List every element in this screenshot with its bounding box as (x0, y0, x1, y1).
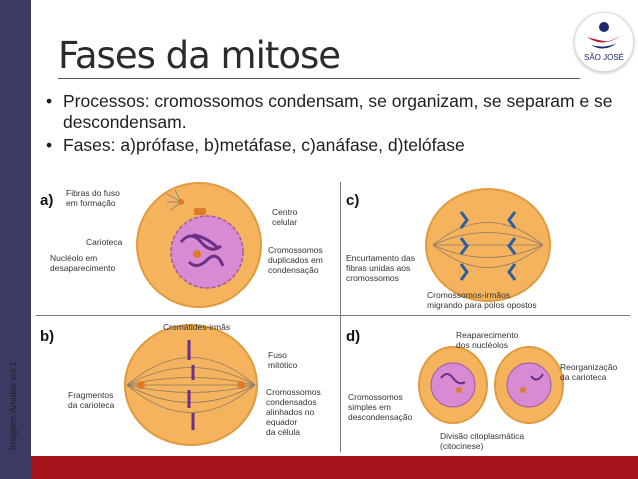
label-cytokinesis: Divisão citoplasmática(citocinese) (440, 431, 525, 451)
panel-divider-vertical (340, 182, 341, 452)
mitosis-figure (124, 182, 564, 446)
label-nuclear-envelope: Carioteca (86, 237, 123, 247)
bullet-text: Fases: a)prófase, b)metáfase, c)anáfase,… (63, 135, 465, 155)
panel-divider-horizontal (36, 315, 630, 316)
logo-emblem-icon (587, 22, 621, 49)
prophase-cell (136, 182, 262, 308)
logo-text: SÃO JOSÉ (583, 53, 624, 62)
bullet-text: Processos: cromossomos condensam, se org… (63, 91, 613, 132)
bottom-accent-bar (31, 456, 638, 479)
image-credit: Imagem: Amabis vol.1 (8, 361, 18, 450)
panel-a-letter: a) (40, 192, 54, 209)
panel-b-letter: b) (40, 328, 55, 345)
school-logo: SÃO JOSÉ (574, 12, 634, 72)
telophase-cell (418, 346, 564, 424)
panel-d-letter: d) (346, 328, 361, 345)
label-sister-chromatids: Cromátides-irmãs (163, 322, 231, 332)
bullet-item: •Fases: a)prófase, b)metáfase, c)anáfase… (46, 135, 465, 155)
bullet-list: •Processos: cromossomos condensam, se or… (40, 91, 630, 158)
left-sidebar (0, 0, 31, 479)
slide-title: Fases da mitose (58, 34, 341, 77)
metaphase-cell (124, 324, 258, 446)
bullet-item: •Processos: cromossomos condensam, se or… (46, 91, 613, 132)
panel-c-letter: c) (346, 192, 360, 209)
title-underline (58, 78, 580, 79)
anaphase-cell (425, 188, 551, 302)
